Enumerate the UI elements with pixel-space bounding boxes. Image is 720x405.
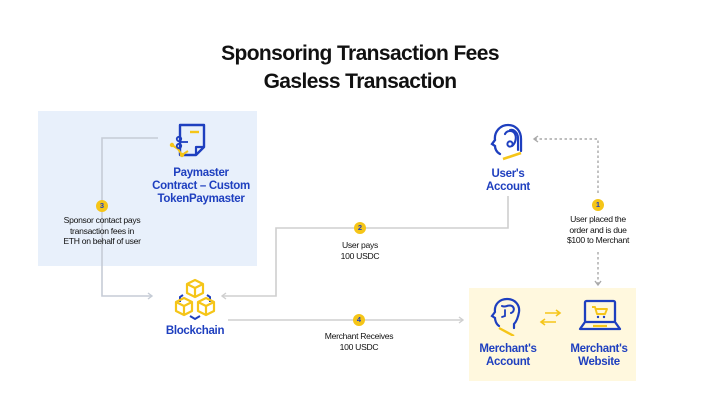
step-2-note-line-2: 100 USDC [340, 250, 380, 261]
step-4-note-line-2: 100 USDC [339, 341, 379, 352]
merchant-website-label: Merchant's Website [561, 343, 637, 369]
user-head-icon [490, 123, 523, 161]
step-1-badge: 1 [592, 199, 604, 211]
user-account-label-line-2: Account [486, 181, 530, 193]
title-line-1: Sponsoring Transaction Fees [221, 42, 499, 65]
merchant-account-label-line-1: Merchant's [479, 343, 537, 355]
exchange-arrow-left [539, 318, 556, 326]
step-4-badge: 4 [353, 314, 365, 326]
diagram-title: Sponsoring Transaction Fees Gasless Tran… [0, 40, 720, 96]
paymaster-label-line-1: Paymaster [173, 167, 229, 179]
blockchain-cubes-icon [174, 278, 216, 321]
arrowhead-order-to-user [532, 135, 539, 143]
step-2-badge: 2 [354, 222, 366, 234]
paymaster-label-line-2: Contract – Custom [152, 180, 250, 192]
merchant-account-label: Merchant's Account [470, 343, 546, 369]
merchant-head-icon [490, 297, 521, 336]
step-2-note: User pays 100 USDC [320, 240, 400, 261]
step-3-note: Sponsor contact pays transaction fees in… [44, 215, 160, 247]
user-account-label: User's Account [468, 168, 548, 194]
step-4-note: Merchant Receives 100 USDC [309, 331, 409, 352]
connector-order-dotted-top [534, 138, 599, 193]
arrowhead-blockchain-to-merchant [458, 316, 465, 324]
blockchain-label: Blockchain [165, 325, 225, 337]
paymaster-label-line-3: TokenPaymaster [157, 193, 245, 205]
arrowhead-paymaster-to-blockchain [147, 292, 154, 300]
paymaster-label: Paymaster Contract – Custom TokenPaymast… [146, 167, 256, 206]
contract-document-icon [169, 123, 206, 158]
laptop-cart-icon [578, 299, 622, 331]
step-3-note-line-1: Sponsor contact pays [63, 215, 141, 225]
paymaster-panel [38, 111, 257, 266]
step-2-note-line-1: User pays [342, 240, 378, 250]
connector-paymaster-to-blockchain [101, 137, 158, 297]
step-1-note-line-2: order and is due [569, 224, 627, 235]
step-1-note-line-1: User placed the [570, 214, 626, 224]
step-3-note-line-2: transaction fees in [69, 225, 135, 236]
arrowhead-order-down [594, 280, 602, 287]
merchant-website-label-line-2: Website [578, 356, 620, 368]
title-line-2: Gasless Transaction [263, 70, 457, 93]
exchange-arrow-right [545, 309, 562, 317]
step-1-note: User placed the order and is due $100 to… [548, 214, 648, 246]
arrowhead-user-to-blockchain [220, 292, 227, 300]
user-account-label-line-1: User's [491, 168, 525, 180]
connector-user-to-blockchain [222, 196, 509, 297]
step-3-note-line-3: ETH on behalf of user [63, 236, 141, 246]
merchant-website-label-line-1: Merchant's [570, 343, 628, 355]
merchant-account-label-line-2: Account [486, 356, 530, 368]
step-1-note-line-3: $100 to Merchant [566, 235, 630, 245]
step-4-note-line-1: Merchant Receives [324, 331, 394, 341]
step-3-badge: 3 [96, 200, 108, 212]
